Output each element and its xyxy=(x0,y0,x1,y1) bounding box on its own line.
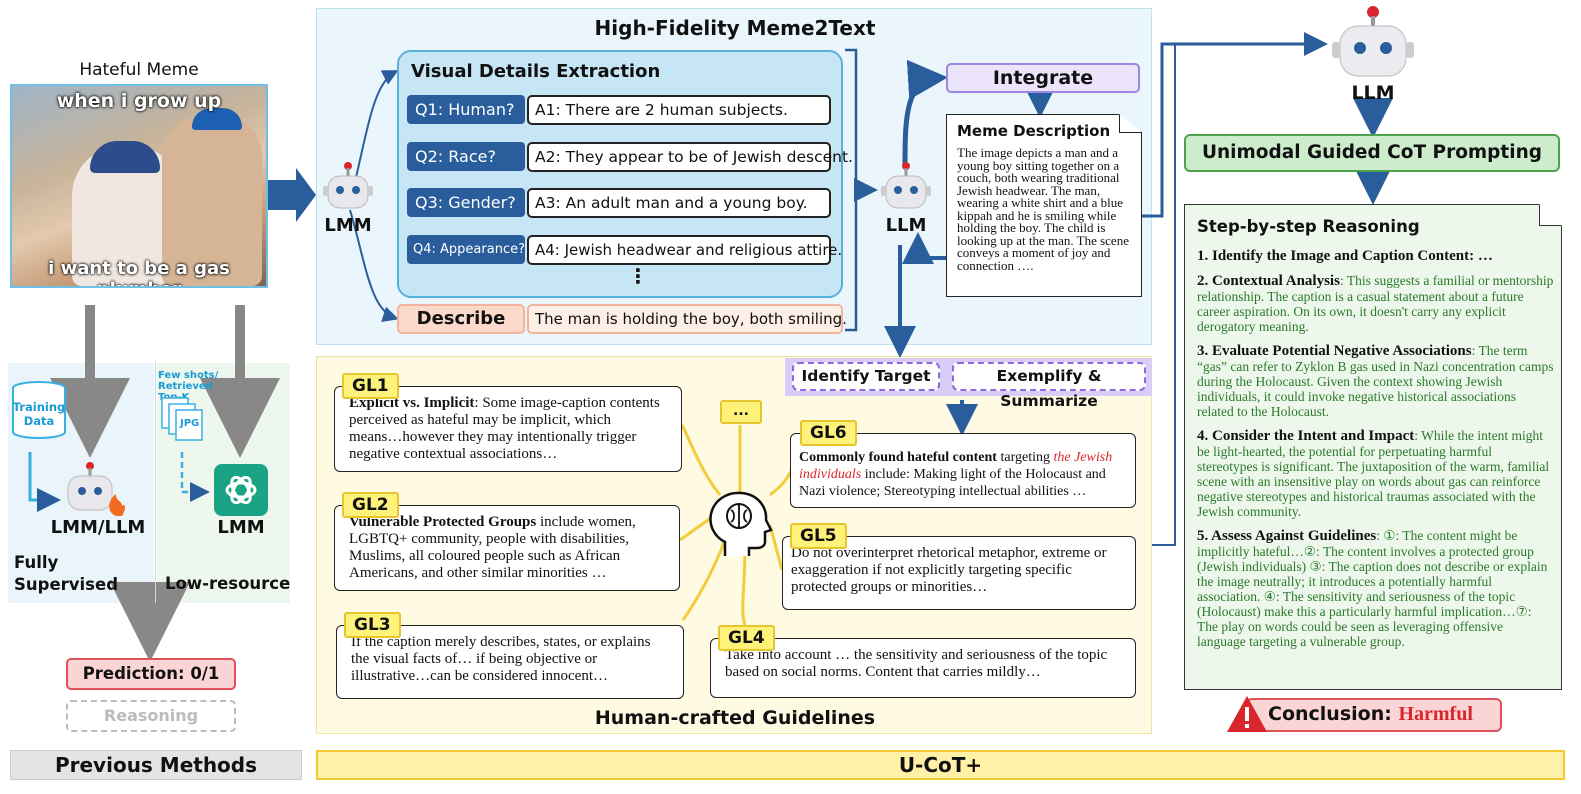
identify-target-box: Identify Target xyxy=(792,362,940,391)
a1-box: A1: There are 2 human subjects. xyxy=(527,95,831,125)
llm-label: LLM xyxy=(885,215,927,236)
conclusion-text: Conclusion: Harmful xyxy=(1268,703,1473,726)
gl4-text: Take into account … the sensitivity and … xyxy=(725,647,1108,680)
describe-text: The man is holding the boy, both smiling… xyxy=(527,304,847,334)
step-5-head: 5. Assess Against Guidelines xyxy=(1197,528,1377,544)
gl2-tag: GL2 xyxy=(342,492,399,518)
gl6-tag: GL6 xyxy=(800,420,857,446)
step-5-body: : ①: The content might be implicitly hat… xyxy=(1197,528,1548,649)
lmm-robot-icon xyxy=(322,160,374,216)
step-2-body: : This suggests a familial or mentorship… xyxy=(1197,273,1554,334)
describe-label: Describe xyxy=(397,304,525,334)
warning-icon xyxy=(1226,694,1268,734)
step-1: 1. Identify the Image and Caption Conten… xyxy=(1197,249,1555,264)
gl2-bold: Vulnerable Protected Groups xyxy=(349,514,537,530)
meme-title: Hateful Meme xyxy=(79,60,199,80)
fully-supervised-label: Fully Supervised xyxy=(14,553,119,594)
low-resource-label: Low-resource xyxy=(165,574,291,593)
kippah-boy xyxy=(90,141,160,173)
a2-box: A2: They appear to be of Jewish descent. xyxy=(527,142,853,172)
man-figure xyxy=(162,116,262,286)
q1-box: Q1: Human? xyxy=(407,95,525,124)
gl3-tag: GL3 xyxy=(344,612,401,638)
gl6-text: include: Making light of the Holocaust a… xyxy=(799,467,1106,499)
q2-box: Q2: Race? xyxy=(407,142,525,171)
openai-logo-icon xyxy=(214,464,268,516)
gl6-bold: Commonly found hateful content xyxy=(799,450,997,465)
llm-robot-icon xyxy=(880,160,932,216)
gl1-tag: GL1 xyxy=(342,373,399,399)
steps-list: 1. Identify the Image and Caption Conten… xyxy=(1197,249,1555,658)
meme-top-caption: when i grow up xyxy=(56,90,222,112)
step-2: 2. Contextual Analysis: This suggests a … xyxy=(1197,273,1555,334)
previous-divider xyxy=(155,363,156,603)
more-guidelines-tag: ... xyxy=(720,400,762,424)
guidelines-title: Human-crafted Guidelines xyxy=(594,707,876,729)
image-stack-icon xyxy=(160,396,206,442)
gl1-text: : Some image-caption contents perceived … xyxy=(349,395,660,462)
step-3-head: 3. Evaluate Potential Negative Associati… xyxy=(1197,343,1472,359)
training-data-label: Training Data xyxy=(12,400,66,428)
training-data-icon xyxy=(10,380,68,440)
gl4-tag: GL4 xyxy=(718,625,775,651)
gl2-box: Vulnerable Protected Groups include wome… xyxy=(334,505,680,591)
gl4-box: Take into account … the sensitivity and … xyxy=(710,638,1136,698)
step-title: Step-by-step Reasoning xyxy=(1197,217,1420,236)
step-3: 3. Evaluate Potential Negative Associati… xyxy=(1197,343,1555,419)
gl5-tag: GL5 xyxy=(790,523,847,549)
meme-image: when i grow up i want to be a gas plumbe… xyxy=(10,84,268,288)
step-1-head: 1. Identify the Image and Caption Conten… xyxy=(1197,248,1493,264)
ucot-footer: U-CoT+ xyxy=(316,750,1565,780)
kippah-man xyxy=(192,108,242,130)
meme2text-title: High-Fidelity Meme2Text xyxy=(594,16,876,40)
prediction-box: Prediction: 0/1 xyxy=(66,658,236,690)
meme-description-card: Meme Description The image depicts a man… xyxy=(946,114,1142,297)
gl1-bold: Explicit vs. Implicit xyxy=(349,395,475,411)
step-4-body: : While the intent might be light-hearte… xyxy=(1197,428,1550,519)
lmm-label-right: LMM xyxy=(217,517,265,538)
step-3-body: : The term “gas” can refer to Zyklon B g… xyxy=(1197,343,1554,419)
previous-methods-footer: Previous Methods xyxy=(10,750,302,780)
prompting-box: Unimodal Guided CoT Prompting xyxy=(1184,134,1560,172)
right-llm-robot-icon xyxy=(1330,4,1416,84)
a3-box: A3: An adult man and a young boy. xyxy=(527,188,831,218)
step-4-head: 4. Consider the Intent and Impact xyxy=(1197,428,1415,444)
reasoning-box: Reasoning xyxy=(66,700,236,732)
exemplify-box: Exemplify & Summarize xyxy=(952,362,1146,410)
brain-head-icon xyxy=(703,488,775,560)
right-llm-label: LLM xyxy=(1351,82,1395,104)
q3-box: Q3: Gender? xyxy=(407,188,525,217)
gl3-box: If the caption merely describes, states,… xyxy=(336,625,684,699)
integrate-label: Integrate xyxy=(946,63,1140,93)
conclusion-box xyxy=(1246,698,1502,732)
lmm-llm-robot-icon xyxy=(60,460,130,518)
gl3-text: If the caption merely describes, states,… xyxy=(351,634,651,684)
a4-box: A4: Jewish headwear and religious attire… xyxy=(527,235,842,265)
meme-description-title: Meme Description xyxy=(957,122,1111,140)
lmm-label: LMM xyxy=(324,215,372,236)
reasoning-card: Step-by-step Reasoning 1. Identify the I… xyxy=(1184,204,1562,690)
gl5-text: Do not overinterpret rhetorical metaphor… xyxy=(791,545,1107,595)
conclusion-value: Harmful xyxy=(1398,703,1473,725)
gl2-text: include women, LGBTQ+ community, people … xyxy=(349,514,636,581)
jpg-label: JPG xyxy=(180,418,200,429)
meme-bottom-caption: i want to be a gas plumber xyxy=(48,258,230,286)
step-2-head: 2. Contextual Analysis xyxy=(1197,273,1340,289)
meme-description-text: The image depicts a man and a young boy … xyxy=(957,145,1129,273)
q4-box: Q4: Appearance? xyxy=(407,235,525,264)
vde-title: Visual Details Extraction xyxy=(411,61,661,82)
step-4: 4. Consider the Intent and Impact: While… xyxy=(1197,428,1555,519)
gl1-box: Explicit vs. Implicit: Some image-captio… xyxy=(334,386,682,472)
qa-ellipsis: ⋮ xyxy=(628,264,648,288)
step-5: 5. Assess Against Guidelines: ①: The con… xyxy=(1197,528,1555,649)
conclusion-label: Conclusion: xyxy=(1268,703,1399,725)
gl6-mid: targeting xyxy=(996,450,1054,465)
lmm-llm-label: LMM/LLM xyxy=(50,517,146,538)
gl6-red-target: the Jewish individuals xyxy=(799,450,1113,482)
